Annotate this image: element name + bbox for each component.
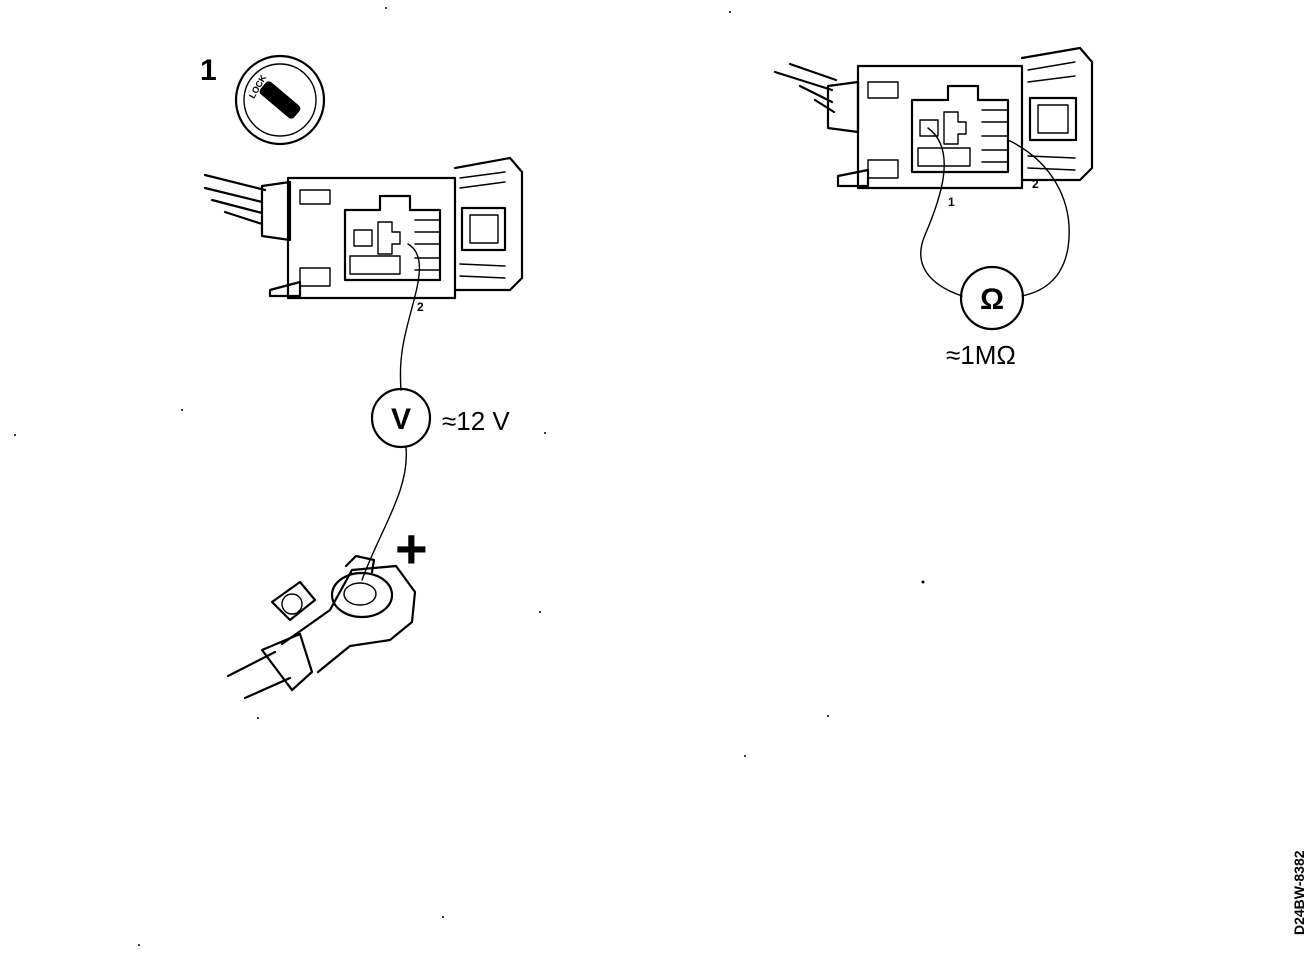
voltmeter-lead-lower	[361, 446, 408, 581]
left-connector-icon	[203, 156, 524, 300]
ohmmeter-lead-pin-1	[920, 127, 963, 297]
figure-code: D24BW-8382	[1291, 850, 1307, 935]
battery-terminal-icon	[226, 554, 417, 700]
ohmmeter: Ω	[959, 265, 1025, 331]
scan-specks	[14, 7, 925, 946]
battery-terminal-polarity: +	[395, 517, 428, 580]
left-connector-pin-2-label: 2	[417, 300, 424, 314]
right-connector-pin-2-label: 2	[1032, 177, 1039, 191]
voltmeter-lead-upper	[399, 243, 421, 391]
ohmmeter-lead-pin-2	[1007, 139, 1070, 297]
right-connector-icon	[773, 46, 1094, 190]
voltmeter: V	[370, 387, 432, 449]
ignition-lock-icon: LOCK	[234, 54, 326, 146]
ohmmeter-reading: ≈1MΩ	[946, 340, 1016, 370]
ohmmeter-symbol: Ω	[980, 283, 1004, 316]
voltmeter-symbol: V	[391, 403, 411, 436]
voltmeter-reading: ≈12 V	[442, 406, 510, 436]
step-number: 1	[200, 54, 217, 87]
right-connector-pin-1-label: 1	[948, 195, 955, 209]
